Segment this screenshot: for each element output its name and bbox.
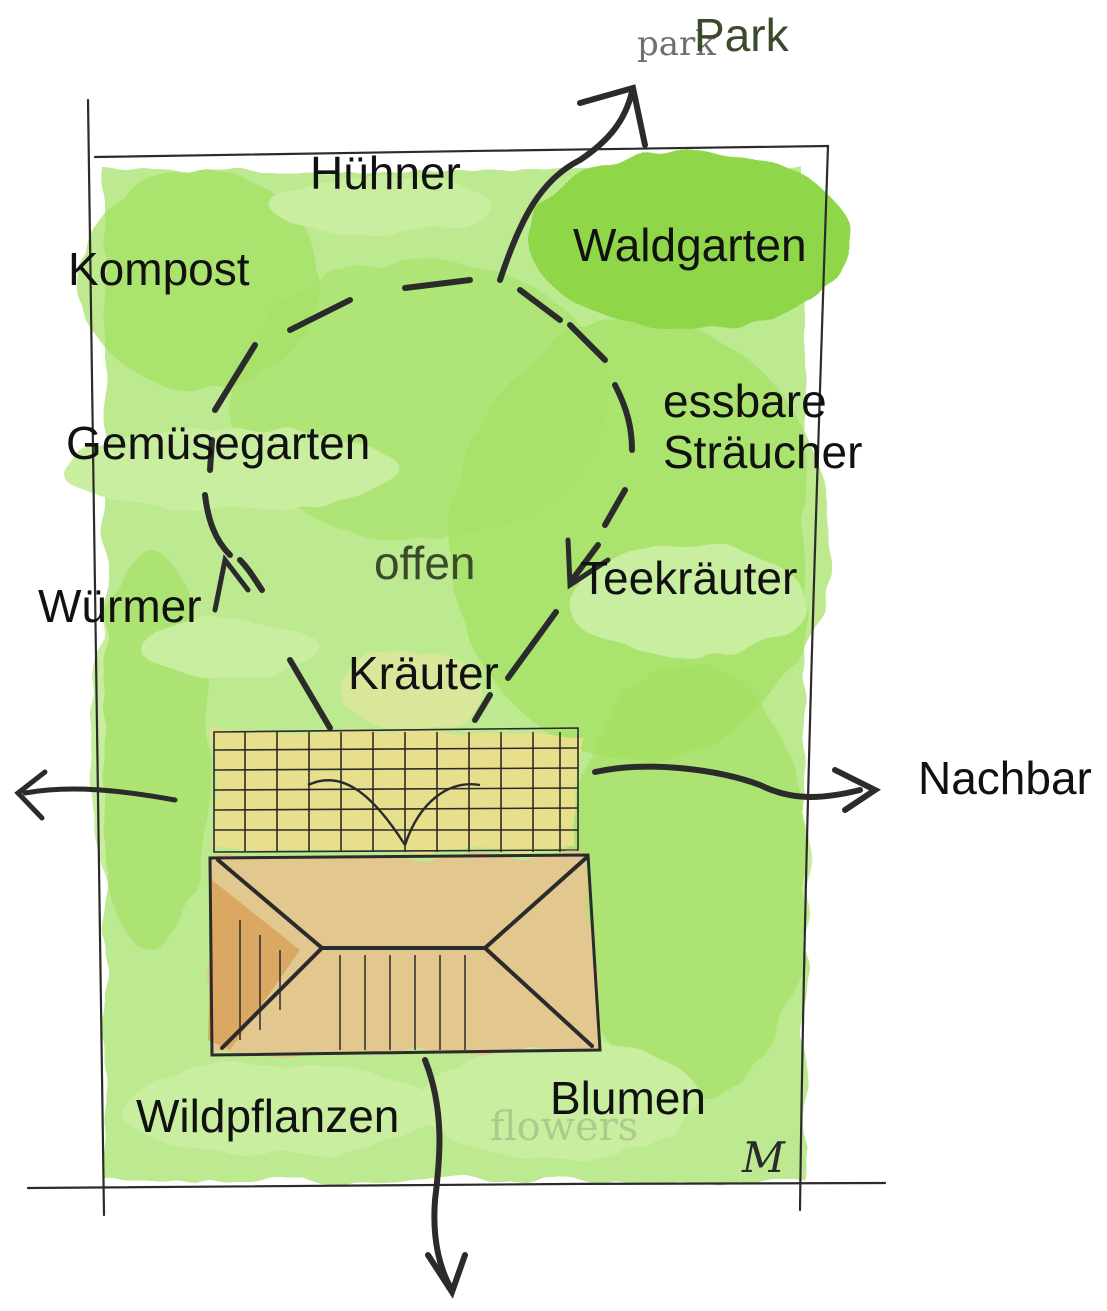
terrace <box>213 727 579 853</box>
label-kompost: Kompost <box>68 243 250 295</box>
arrow-west <box>14 769 178 821</box>
house-roof <box>208 853 602 1057</box>
signature: M <box>741 1133 786 1182</box>
label-nachbar: Nachbar <box>918 752 1092 804</box>
green-wash <box>60 150 850 1180</box>
label-kraeuter: Kräuter <box>348 647 499 699</box>
label-wildpflanzen: Wildpflanzen <box>136 1090 400 1142</box>
property-border <box>26 98 887 1217</box>
label-essbare-straeucher: essbare Sträucher <box>663 376 862 477</box>
label-offen: offen <box>374 537 476 589</box>
label-blumen: Blumen <box>550 1072 706 1124</box>
label-park: Park <box>694 9 789 61</box>
park-sketch-note: park <box>637 24 716 64</box>
label-gemuesegarten: Gemüsegarten <box>66 417 371 469</box>
label-straeucher: Sträucher <box>663 425 863 478</box>
label-wuermer: Würmer <box>38 580 202 632</box>
arrow-south <box>422 1057 468 1299</box>
arrow-neighbour <box>592 763 881 813</box>
label-teekraeuter: Teekräuter <box>580 552 798 604</box>
arrow-park <box>497 84 648 283</box>
label-essbare: essbare <box>663 375 827 427</box>
label-waldgarten: Waldgarten <box>573 219 807 271</box>
flowers-sketch-note: flowers <box>490 1104 638 1150</box>
circular-path <box>202 277 635 731</box>
label-huehner: Hühner <box>310 147 461 199</box>
